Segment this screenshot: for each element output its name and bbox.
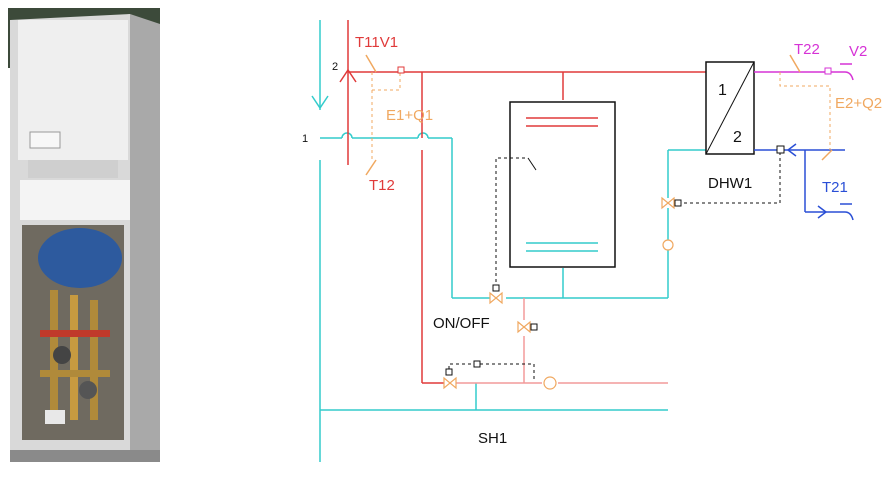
label-dhw1: DHW1 xyxy=(708,175,752,192)
on-off-valve xyxy=(489,284,503,305)
storage-tank xyxy=(509,101,616,268)
dhw-outlet-pipe xyxy=(754,63,854,81)
energy-meter-signal-lines xyxy=(371,72,831,160)
label-e1q1: E1+Q1 xyxy=(386,107,433,124)
cabinet-illustration xyxy=(0,0,180,479)
dhw-valve-signal-line xyxy=(678,150,781,204)
pipework xyxy=(40,290,110,424)
t11-sensor xyxy=(365,54,377,73)
v1-flow-meter xyxy=(397,66,405,74)
label-e2q2: E2+Q2 xyxy=(835,95,882,112)
sh1-valve-signal-line xyxy=(448,363,535,380)
heat-exchanger-divider xyxy=(705,61,755,155)
hot-supply-pipes xyxy=(339,20,706,384)
sh1-sensor xyxy=(473,360,481,368)
sh1-control-valve xyxy=(443,368,457,390)
label-hx-1: 1 xyxy=(718,82,727,99)
label-line-2: 2 xyxy=(332,61,338,73)
bypass-valve xyxy=(517,320,538,334)
label-t12: T12 xyxy=(369,177,395,194)
t21-sensor xyxy=(821,149,833,161)
label-t22: T22 xyxy=(794,41,820,58)
label-onoff: ON/OFF xyxy=(433,315,490,332)
schematic-svg: T11V1 T12 E1+Q1 T22 V2 E2+Q2 T21 DHW1 1 … xyxy=(302,20,882,462)
dhw-control-valve xyxy=(661,196,682,210)
thermostat-signal-line xyxy=(495,157,526,288)
t22-sensor xyxy=(789,54,801,73)
heating-circuit-pipes xyxy=(456,298,668,384)
cabinet-side-panel xyxy=(130,14,160,460)
label-line-1: 1 xyxy=(302,133,308,145)
label-v2: V2 xyxy=(849,43,867,60)
label-t11v1: T11V1 xyxy=(355,34,398,51)
t12-sensor xyxy=(365,159,377,176)
cabinet-base xyxy=(10,450,160,462)
expansion-tank xyxy=(38,228,122,288)
schematic-diagram: T11V1 T12 E1+Q1 T22 V2 E2+Q2 T21 DHW1 1 … xyxy=(180,0,891,479)
substation-cabinet-photo xyxy=(0,0,180,479)
sh1-circulation-pump xyxy=(543,376,557,390)
cold-return-pipes xyxy=(311,20,711,462)
cabinet-middle-panel xyxy=(20,180,130,220)
dhw-flow-switch xyxy=(776,145,785,154)
thermostat-sensor xyxy=(527,157,537,171)
v2-flow-meter xyxy=(824,67,832,75)
label-sh1: SH1 xyxy=(478,430,507,447)
label-hx-2: 2 xyxy=(733,129,742,146)
dhw-circulation-pump xyxy=(662,239,674,251)
control-strip xyxy=(28,160,118,178)
controller-unit xyxy=(29,131,61,149)
label-t21: T21 xyxy=(822,179,848,196)
